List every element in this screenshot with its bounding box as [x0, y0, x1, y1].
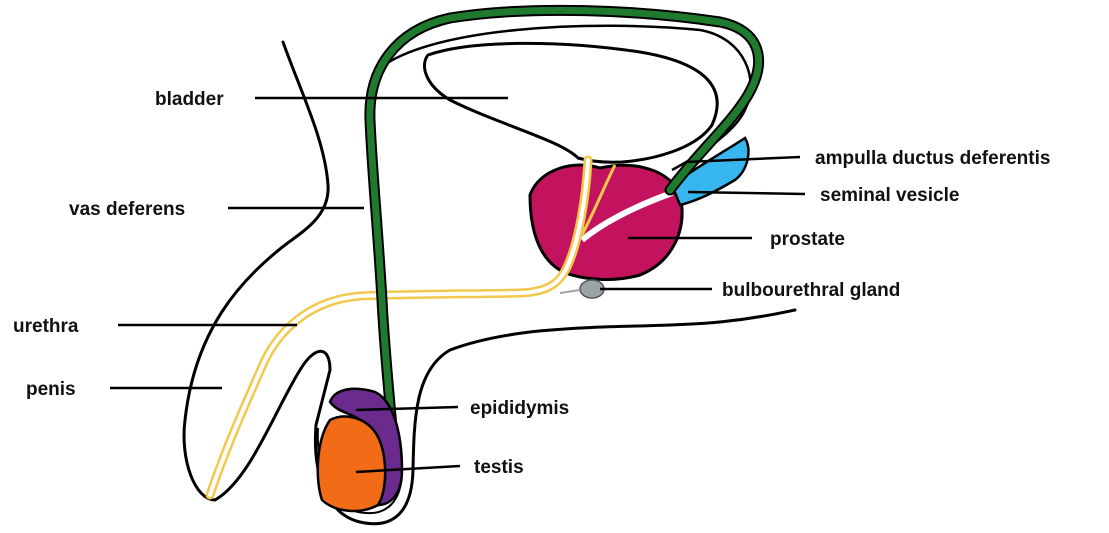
- label-seminal-vesicle: seminal vesicle: [820, 185, 959, 206]
- bulbourethral-duct: [560, 290, 580, 293]
- body-outline: [184, 42, 330, 500]
- label-vas-deferens: vas deferens: [69, 199, 185, 220]
- label-bladder: bladder: [155, 89, 224, 110]
- testis-shape: [318, 416, 385, 511]
- bladder-shape: [424, 43, 717, 162]
- label-ampulla: ampulla ductus deferentis: [815, 148, 1050, 169]
- label-urethra: urethra: [13, 316, 79, 337]
- label-penis: penis: [26, 379, 76, 400]
- label-testis: testis: [474, 457, 524, 478]
- label-bulbourethral: bulbourethral gland: [722, 280, 900, 301]
- label-prostate: prostate: [770, 229, 845, 250]
- label-epididymis: epididymis: [470, 398, 569, 419]
